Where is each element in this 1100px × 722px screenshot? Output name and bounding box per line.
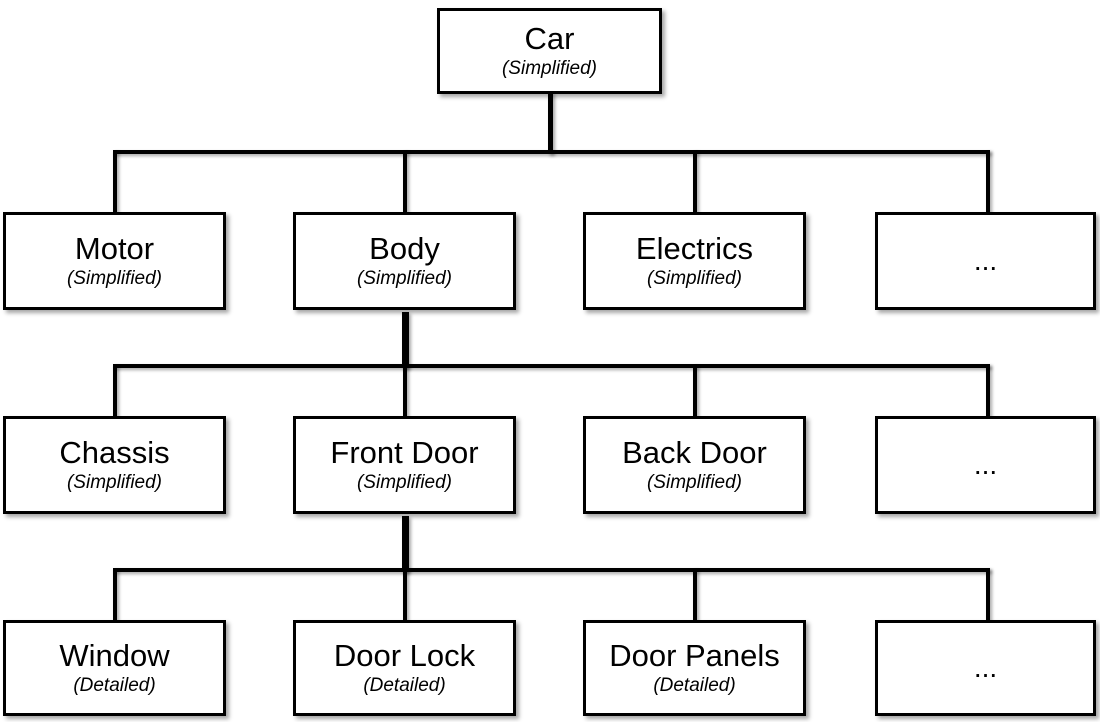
node-body: Body (Simplified) [293,212,516,310]
node-subtitle: (Simplified) [646,268,743,289]
connector-body-trunk [402,312,409,368]
connector-level1-drop-1 [113,150,117,214]
node-title: Back Door [622,435,767,470]
node-subtitle: (Detailed) [653,675,736,696]
node-title: Body [369,231,440,266]
node-subtitle: (Simplified) [356,268,453,289]
node-title: Car [524,21,575,56]
connector-level1-drop-4 [986,150,990,214]
connector-level3-drop-4 [986,568,990,624]
node-more-level2: ... [875,416,1096,514]
connector-level3-drop-1 [113,568,117,624]
node-car: Car (Simplified) [437,8,662,94]
node-title: ... [973,245,998,276]
node-window: Window (Detailed) [3,620,226,716]
node-more-level3: ... [875,620,1096,716]
connector-level3-drop-3 [693,568,697,624]
node-electrics: Electrics (Simplified) [583,212,806,310]
connector-level2-drop-4 [986,364,990,420]
connector-level1-bus [113,150,990,154]
connector-root-trunk [548,92,553,154]
node-title: Motor [74,231,155,266]
connector-frontdoor-trunk [402,516,409,572]
node-subtitle: (Simplified) [356,472,453,493]
connector-level2-bus [113,364,990,368]
connector-level2-drop-3 [693,364,697,420]
node-subtitle: (Simplified) [66,268,163,289]
node-title: Door Lock [333,638,476,673]
connector-level3-drop-2 [403,568,407,624]
node-subtitle: (Simplified) [501,58,598,79]
node-subtitle: (Simplified) [646,472,743,493]
node-title: Front Door [330,435,479,470]
node-door-lock: Door Lock (Detailed) [293,620,516,716]
node-chassis: Chassis (Simplified) [3,416,226,514]
connector-level1-drop-3 [693,150,697,214]
node-title: Door Panels [609,638,780,673]
node-subtitle: (Simplified) [66,472,163,493]
node-subtitle: (Detailed) [73,675,156,696]
node-title: ... [973,449,998,480]
node-back-door: Back Door (Simplified) [583,416,806,514]
node-front-door: Front Door (Simplified) [293,416,516,514]
node-subtitle: (Detailed) [363,675,446,696]
connector-level1-drop-2 [403,150,407,214]
connector-level3-bus [113,568,990,572]
node-more-level1: ... [875,212,1096,310]
node-title: ... [973,652,998,683]
node-title: Chassis [59,435,170,470]
node-title: Window [59,638,170,673]
connector-level2-drop-1 [113,364,117,420]
connector-level2-drop-2 [403,364,407,420]
node-motor: Motor (Simplified) [3,212,226,310]
node-door-panels: Door Panels (Detailed) [583,620,806,716]
node-title: Electrics [635,231,754,266]
